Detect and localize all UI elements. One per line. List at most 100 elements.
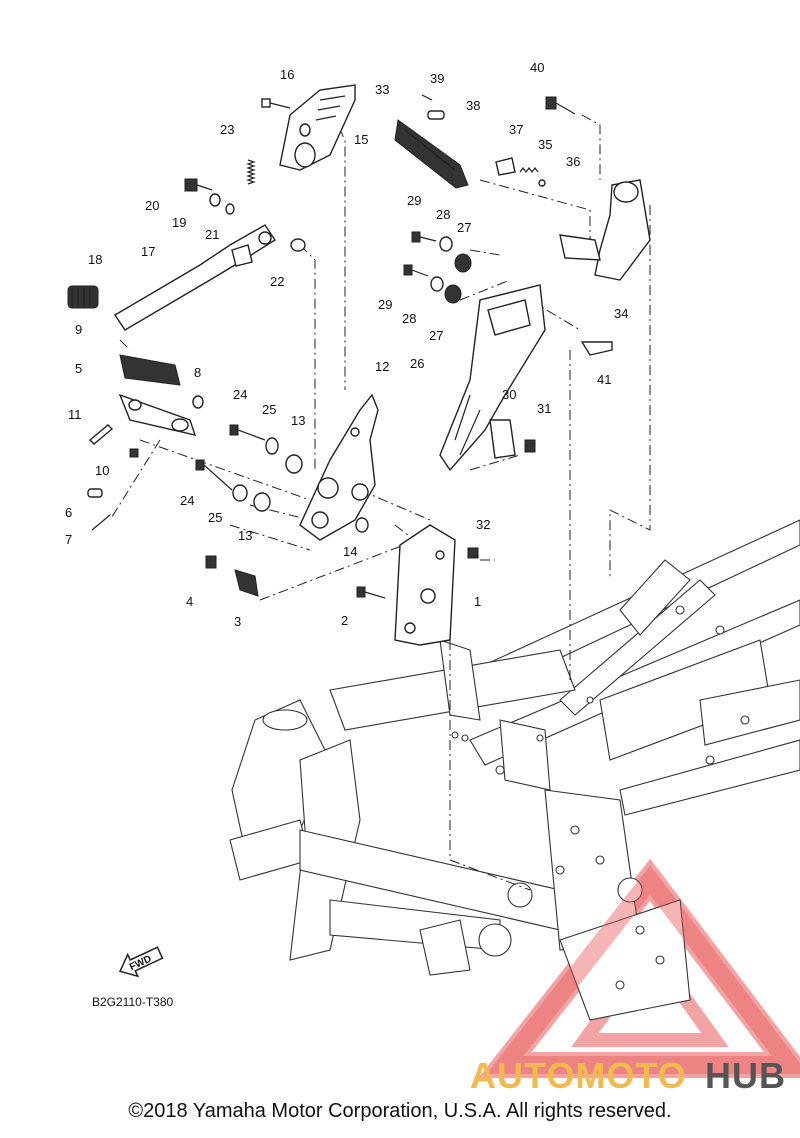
callout-27b: 27 <box>429 328 443 343</box>
spring-holder-part-37 <box>495 157 516 176</box>
callout-29b: 29 <box>378 297 392 312</box>
callout-32: 32 <box>476 517 490 532</box>
callout-22: 22 <box>270 274 284 289</box>
pin-part-11 <box>88 424 114 445</box>
callout-25a: 25 <box>262 402 276 417</box>
leader-lines <box>109 109 651 891</box>
motorcycle-frame <box>229 519 800 1021</box>
callout-30: 30 <box>502 387 516 402</box>
callout-15: 15 <box>354 132 368 147</box>
callout-5: 5 <box>75 361 82 376</box>
callout-25b: 25 <box>208 510 222 525</box>
collar-part-28b <box>430 276 444 292</box>
bolt-part-40 <box>545 96 576 115</box>
callout-21: 21 <box>205 227 219 242</box>
callout-27a: 27 <box>457 220 471 235</box>
callout-12: 12 <box>375 359 389 374</box>
washer-part-22 <box>290 238 306 252</box>
callout-16: 16 <box>280 67 294 82</box>
footrest-rubber-part-9 <box>119 354 181 386</box>
callout-24b: 24 <box>180 493 194 508</box>
footrest-part-33 <box>394 119 469 189</box>
bolt-part-24b <box>195 459 233 491</box>
bushing-part-13a <box>285 454 303 474</box>
spring-part-35 <box>519 167 539 173</box>
callout-13b: 13 <box>238 528 252 543</box>
watermark-text-secondary: HUB <box>705 1055 786 1096</box>
brake-pedal-part-17 <box>114 224 276 331</box>
callout-9: 9 <box>75 322 82 337</box>
bracket-part-30 <box>489 419 516 459</box>
callout-3: 3 <box>234 614 241 629</box>
callout-labels: 16 15 23 20 19 21 17 22 18 9 5 8 11 10 2… <box>65 60 628 629</box>
bracket-part-26 <box>439 284 546 472</box>
clamp-part-3 <box>234 569 259 597</box>
callout-34: 34 <box>614 306 628 321</box>
callout-4: 4 <box>186 594 193 609</box>
callout-28b: 28 <box>402 311 416 326</box>
callout-7: 7 <box>65 532 72 547</box>
reference-code: B2G2110-T380 <box>92 995 173 1009</box>
callout-6: 6 <box>65 505 72 520</box>
callout-24a: 24 <box>233 387 247 402</box>
collar-part-25a <box>265 437 279 455</box>
collar-part-28a <box>439 236 453 252</box>
washer-part-19 <box>209 193 221 207</box>
callout-20: 20 <box>145 198 159 213</box>
bolt-part-16 <box>261 98 291 109</box>
copyright-notice: ©2018 Yamaha Motor Corporation, U.S.A. A… <box>128 1100 672 1122</box>
callout-19: 19 <box>172 215 186 230</box>
callout-36: 36 <box>566 154 580 169</box>
bracket-part-12 <box>299 393 379 541</box>
callout-28a: 28 <box>436 207 450 222</box>
bolt-part-24a <box>229 424 266 441</box>
footrest-arm-part-34 <box>559 179 651 281</box>
fwd-label: FWD <box>128 954 153 974</box>
callout-33: 33 <box>375 82 389 97</box>
cotter-pin-part-7 <box>91 514 111 531</box>
callout-26: 26 <box>410 356 424 371</box>
callout-39: 39 <box>430 71 444 86</box>
bushing-part-27a <box>454 253 472 273</box>
bolt-part-4 <box>205 555 217 569</box>
callout-31: 31 <box>537 401 551 416</box>
bushing-part-27b <box>444 284 462 304</box>
callout-10: 10 <box>95 463 109 478</box>
pin-part-38 <box>427 110 445 120</box>
spring-part-8 <box>192 395 204 409</box>
callout-8: 8 <box>194 365 201 380</box>
fwd-arrow-icon: FWD <box>119 946 164 978</box>
callout-29a: 29 <box>407 193 421 208</box>
bushing-part-13b <box>253 492 271 512</box>
bolt-part-20 <box>184 178 213 192</box>
callout-1: 1 <box>474 594 481 609</box>
collar-part-14 <box>355 517 369 533</box>
pedal-rubber-part-18 <box>67 285 99 309</box>
bolt-part-10 <box>129 448 139 458</box>
bolt-part-29b <box>403 264 429 277</box>
washer-part-21 <box>225 203 235 215</box>
callout-17: 17 <box>141 244 155 259</box>
callout-37: 37 <box>509 122 523 137</box>
bracket-part-41 <box>580 341 613 356</box>
bolt-part-32 <box>467 547 479 559</box>
footrest-part-5 <box>118 393 197 436</box>
callout-40: 40 <box>530 60 544 75</box>
plate-part-1 <box>394 524 456 646</box>
callout-35: 35 <box>538 137 552 152</box>
collar-part-25b <box>232 484 248 502</box>
callout-41: 41 <box>597 372 611 387</box>
cotter-pin-part-39 <box>421 94 433 101</box>
callout-14: 14 <box>343 544 357 559</box>
callout-38: 38 <box>466 98 480 113</box>
callout-11: 11 <box>68 407 82 422</box>
ball-part-36 <box>538 179 546 187</box>
callout-18: 18 <box>88 252 102 267</box>
watermark-text-primary: AUTOMOTO <box>470 1055 687 1096</box>
spring-part-23 <box>246 159 256 185</box>
bolt-part-31 <box>524 439 536 453</box>
bolt-part-2 <box>356 586 386 599</box>
heel-guard-part-15 <box>279 84 356 171</box>
callout-13a: 13 <box>291 413 305 428</box>
